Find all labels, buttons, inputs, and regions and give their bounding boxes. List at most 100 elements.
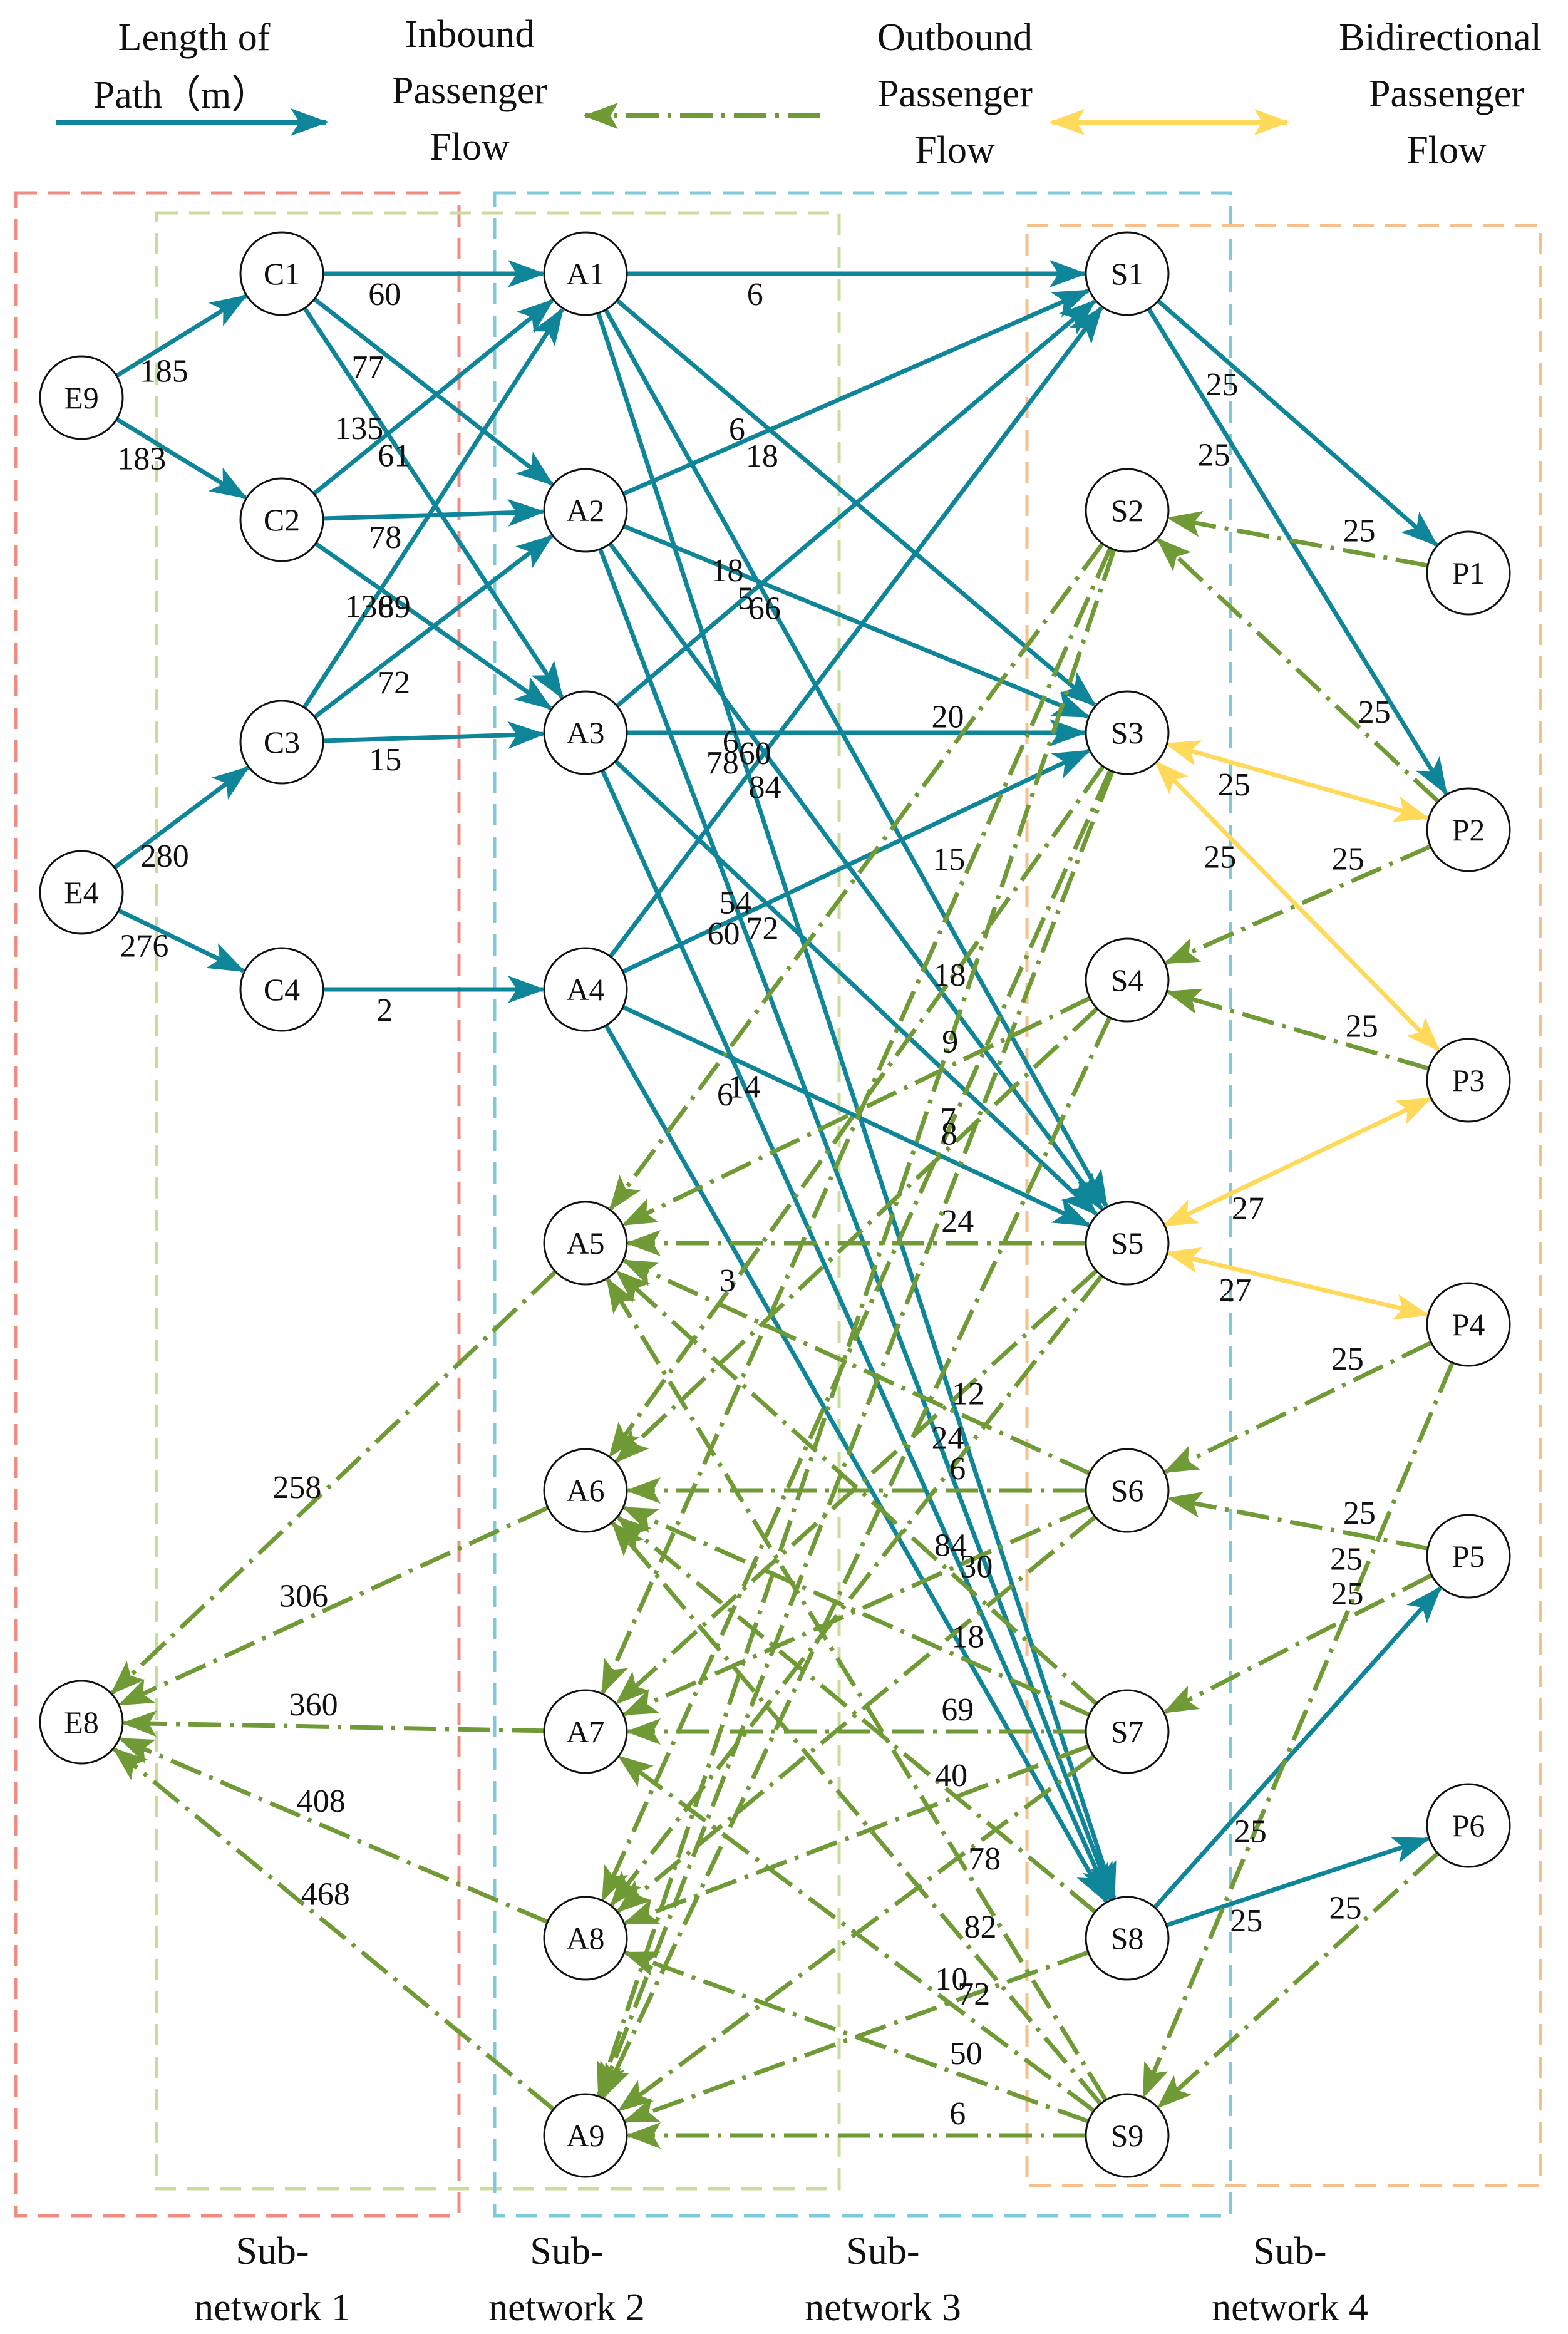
edge-labels-layer: 1851832802766077135617813689721526618781… [117, 277, 1391, 2132]
node-s5-circle [1085, 1201, 1170, 1286]
edge-label-a6-e8: 306 [279, 1578, 328, 1614]
edge-s5-p3 [1162, 1097, 1433, 1227]
edge-c3-a2 [313, 534, 554, 719]
node-s3: S3 [1085, 690, 1170, 775]
edge-s5-a8 [610, 1274, 1104, 1907]
node-a9: A9 [543, 2093, 628, 2178]
node-s7-label: S7 [1111, 1714, 1144, 1749]
edge-label-c2-a1: 61 [378, 438, 410, 473]
node-e8-circle [39, 1680, 124, 1765]
node-p2-label: P2 [1452, 812, 1485, 847]
node-s9-label: S9 [1111, 2118, 1144, 2153]
node-s4-circle [1085, 937, 1170, 1023]
edge-label-a8-e8: 408 [297, 1784, 346, 1819]
edge-a2-s1 [622, 288, 1091, 496]
legend-inbound-label-line1: Inbound [405, 13, 535, 56]
node-e9-circle [39, 355, 124, 440]
edge-s2-a9 [597, 549, 1117, 2098]
edge-label-a2-s3: 5 [738, 581, 754, 617]
edge-label-p5-s6: 25 [1343, 1495, 1376, 1531]
node-c1-label: C1 [264, 256, 300, 291]
node-e8-label: E8 [64, 1705, 99, 1740]
edge-label-a2-s1: 18 [746, 438, 778, 474]
edge-e9-c1 [115, 294, 248, 378]
subnetwork-3-caption-line2: network 3 [805, 2286, 961, 2329]
edge-c2-a2 [322, 498, 545, 527]
legend-length-label-line2: Path（m） [93, 74, 270, 116]
subnetwork-4-caption-line2: network 4 [1212, 2286, 1368, 2329]
edge-s4-a5 [621, 996, 1091, 1227]
node-s8: S8 [1085, 1896, 1170, 1981]
node-a6-label: A6 [566, 1473, 604, 1508]
edge-s9-a8 [623, 1951, 1090, 2124]
edge-s4-a9 [601, 1016, 1112, 2100]
edge-label-s4-a5: 9 [942, 1025, 958, 1060]
edge-label-c3-a2: 72 [378, 665, 410, 701]
edge-label-a3-s1: 66 [748, 591, 781, 626]
edge-label-p1-s2: 25 [1343, 513, 1376, 549]
subnetwork-4-caption-line1: Sub- [1253, 2230, 1326, 2273]
edge-label-p4-s9: 25 [1330, 1542, 1363, 1578]
edge-s1-p1 [1157, 299, 1438, 547]
node-c3-label: C3 [264, 725, 300, 760]
edge-label-c2-a2: 78 [369, 520, 401, 555]
node-p6-circle [1426, 1783, 1511, 1868]
edge-s2-a5 [609, 542, 1105, 1211]
node-p6: P6 [1426, 1783, 1511, 1868]
subnetwork-2-caption-line1: Sub- [530, 2230, 603, 2273]
legend-bidirectional-label-line3: Flow [1406, 129, 1487, 172]
node-c3-circle [239, 700, 324, 785]
edge-a1-s8 [596, 312, 1117, 1901]
node-s2-circle [1085, 468, 1170, 553]
node-a3-label: A3 [566, 715, 604, 750]
edge-s6-a5 [622, 1259, 1091, 1475]
edge-label-a9-e8: 468 [301, 1877, 350, 1913]
edge-s8-p5 [1153, 1586, 1442, 1909]
legend-inbound-label-line3: Flow [430, 126, 510, 168]
edge-a4-s8 [604, 1024, 1108, 1904]
edge-label-s3-a9: 8 [941, 1117, 957, 1152]
edge-label-a4-s8: 3 [720, 1263, 736, 1299]
edge-s3-a8 [601, 769, 1113, 1902]
edges-layer [110, 260, 1455, 2149]
edge-s7-a8 [622, 1744, 1090, 1926]
edge-label-s6-a6: 6 [949, 1451, 966, 1487]
node-c3: C3 [239, 700, 324, 785]
edge-label-s7-a8: 40 [935, 1758, 967, 1794]
node-s9-circle [1085, 2093, 1170, 2178]
node-a5-label: A5 [566, 1226, 604, 1261]
edge-label-a1-s5: 18 [711, 553, 743, 589]
edge-s8-a6 [616, 1516, 1097, 1914]
node-s9: S9 [1085, 2093, 1170, 2178]
edge-label-a2-s8: 60 [708, 916, 740, 952]
node-s7-circle [1085, 1689, 1170, 1774]
node-s8-label: S8 [1111, 1921, 1144, 1956]
edge-a1-s5 [604, 308, 1108, 1209]
node-a7-label: A7 [566, 1714, 604, 1749]
node-p1-label: P1 [1452, 555, 1485, 591]
edge-label-e9-c1: 185 [140, 354, 188, 390]
edge-label-s3-p2: 25 [1218, 767, 1251, 803]
edge-label-s8-p5: 25 [1234, 1814, 1267, 1850]
edge-a4-s5 [622, 1004, 1091, 1227]
edge-label-e9-c2: 183 [117, 441, 166, 477]
node-a6-circle [543, 1448, 628, 1533]
node-s8-circle [1085, 1896, 1170, 1981]
edge-label-p4-s6: 25 [1331, 1341, 1364, 1377]
node-a6: A6 [543, 1448, 628, 1533]
edge-a9-e8 [112, 1747, 555, 2111]
node-p3-label: P3 [1452, 1063, 1485, 1098]
edge-p6-s9 [1157, 1851, 1440, 2109]
node-e4: E4 [39, 850, 124, 935]
edge-label-a1-s8: 78 [706, 745, 739, 781]
edge-label-p6-s9: 25 [1329, 1891, 1362, 1926]
edge-label-s9-a7: 72 [957, 1976, 990, 2012]
edge-e4-c4 [117, 908, 246, 973]
edge-p1-s2 [1166, 511, 1428, 568]
edge-label-s3-p3: 25 [1204, 840, 1236, 875]
edge-label-s8-a9: 10 [935, 1961, 967, 1997]
edge-label-s2-a9: 18 [934, 958, 966, 993]
legend-outbound-label-line2: Passenger [877, 73, 1033, 115]
edge-p4-s6 [1163, 1340, 1433, 1474]
node-s6-label: S6 [1111, 1473, 1144, 1508]
